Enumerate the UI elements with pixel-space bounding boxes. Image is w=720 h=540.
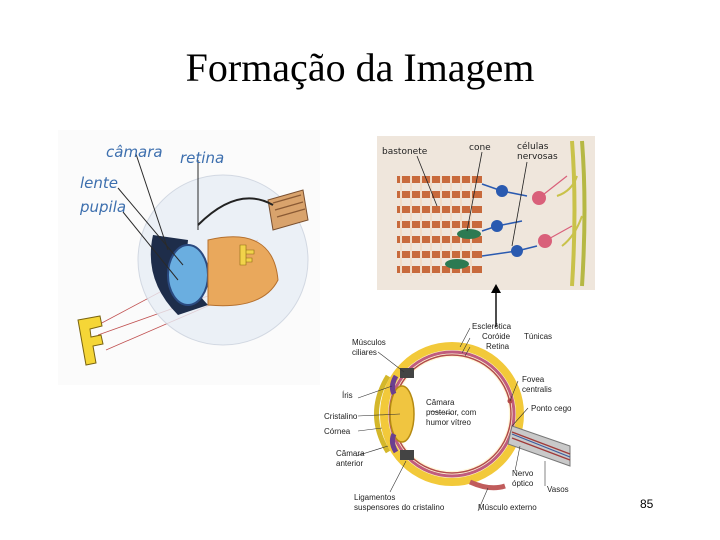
label-celulas-line2: nervosas [517,152,558,162]
label-musculo-externo: Músculo externo [478,503,537,512]
label-retina: retina [180,149,224,167]
label-camara-posterior-line2: posterior, com [426,408,477,417]
label-pupila: pupila [79,198,126,216]
retina-cells-illustration: bastonete cone células nervosas [377,136,595,290]
external-muscle [470,482,505,488]
label-lente: lente [80,174,118,192]
label-bastonete: bastonete [382,147,428,157]
label-camara-anterior-line1: Câmara [336,449,365,458]
label-retina: Retina [486,342,510,351]
label-vasos: Vasos [547,485,569,494]
label-ligamentos-line2: suspensores do cristalino [354,503,445,512]
lens-crystalline [390,386,414,442]
label-celulas-line1: células [517,141,549,152]
slide-title: Formação da Imagem [0,44,720,91]
label-musculos-line1: Músculos [352,338,386,347]
label-camara-posterior-line1: Câmara [426,398,455,407]
eye-cross-section: Esclerótica Coróide Retina Túnicas Múscu… [320,316,580,516]
label-camara: câmara [106,143,163,161]
label-nervo-line1: Nervo [512,469,534,478]
label-nervo-line2: óptico [512,479,534,488]
label-tunicas: Túnicas [524,332,552,341]
label-iris: Íris [342,391,353,400]
label-cristalino: Cristalino [324,412,358,421]
label-fovea-line2: centralis [522,385,552,394]
label-cornea: Córnea [324,427,351,436]
label-fovea-line1: Fovea [522,375,545,384]
eye-camera-svg: câmara retina lente pupila [58,130,320,385]
label-musculos-line2: ciliares [352,348,377,357]
eye-camera-illustration: câmara retina lente pupila [58,130,320,385]
label-cone: cone [469,143,491,153]
retina-cells-svg: bastonete cone células nervosas [377,136,595,290]
page-number: 85 [640,497,653,511]
label-ligamentos-line1: Ligamentos [354,493,395,502]
label-esclerotica: Esclerótica [472,322,512,331]
label-coroide: Coróide [482,332,511,341]
label-camara-posterior-line3: humor vítreo [426,418,471,427]
label-ponto-cego: Ponto cego [531,404,572,413]
label-camara-anterior-line2: anterior [336,459,363,468]
eye-cross-section-svg: Esclerótica Coróide Retina Túnicas Múscu… [320,316,580,516]
